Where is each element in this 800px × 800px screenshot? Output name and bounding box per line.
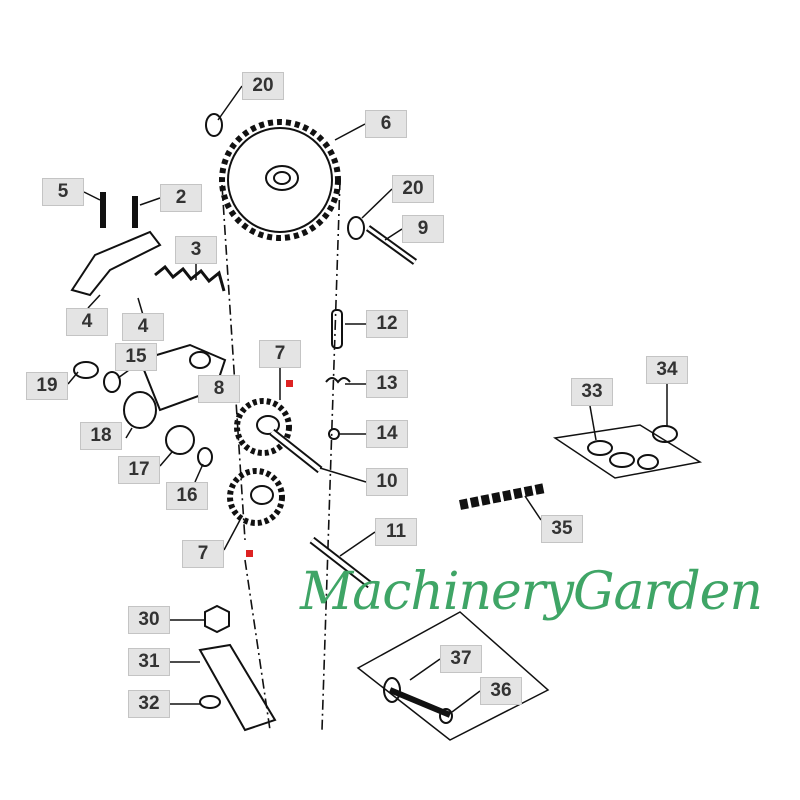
part-label-5: 5 [42, 178, 84, 206]
small-sprocket-upper [234, 398, 292, 456]
chain-path [221, 179, 341, 731]
clevis [198, 643, 277, 732]
spring [154, 264, 226, 292]
watermark: MachineryGarden [300, 562, 763, 622]
large-sprocket [219, 119, 341, 241]
part-label-9: 9 [402, 215, 444, 243]
part-label-14: 14 [366, 420, 408, 448]
link-34 [652, 425, 678, 443]
part-label-19: 19 [26, 372, 68, 400]
part-label-2: 2 [160, 184, 202, 212]
washer [205, 113, 223, 137]
part-label-20: 20 [242, 72, 284, 100]
small-sprocket-lower [227, 468, 285, 526]
part-label-7: 7 [259, 340, 301, 368]
bracket [70, 230, 162, 297]
part-label-33: 33 [571, 378, 613, 406]
part-label-36: 36 [480, 677, 522, 705]
part-label-8: 8 [198, 375, 240, 403]
roller-chain [459, 483, 546, 510]
part-label-31: 31 [128, 648, 170, 676]
marker-dot [286, 380, 293, 387]
part-label-13: 13 [366, 370, 408, 398]
roller [123, 391, 157, 429]
washer [347, 216, 365, 240]
part-label-20: 20 [392, 175, 434, 203]
part-label-12: 12 [366, 310, 408, 338]
part-label-32: 32 [128, 690, 170, 718]
part-label-37: 37 [440, 645, 482, 673]
part-label-30: 30 [128, 606, 170, 634]
part-label-4: 4 [122, 313, 164, 341]
part-label-34: 34 [646, 356, 688, 384]
part-label-10: 10 [366, 468, 408, 496]
part-label-3: 3 [175, 236, 217, 264]
part-label-17: 17 [118, 456, 160, 484]
part-label-6: 6 [365, 110, 407, 138]
nut [204, 604, 230, 634]
part-label-11: 11 [375, 518, 417, 546]
part-label-15: 15 [115, 343, 157, 371]
part-label-18: 18 [80, 422, 122, 450]
link-kit-box [552, 424, 703, 479]
part-label-35: 35 [541, 515, 583, 543]
part-label-16: 16 [166, 482, 208, 510]
part-label-4: 4 [66, 308, 108, 336]
part-label-7: 7 [182, 540, 224, 568]
marker-dot [246, 550, 253, 557]
pin-kit-box [356, 611, 550, 741]
